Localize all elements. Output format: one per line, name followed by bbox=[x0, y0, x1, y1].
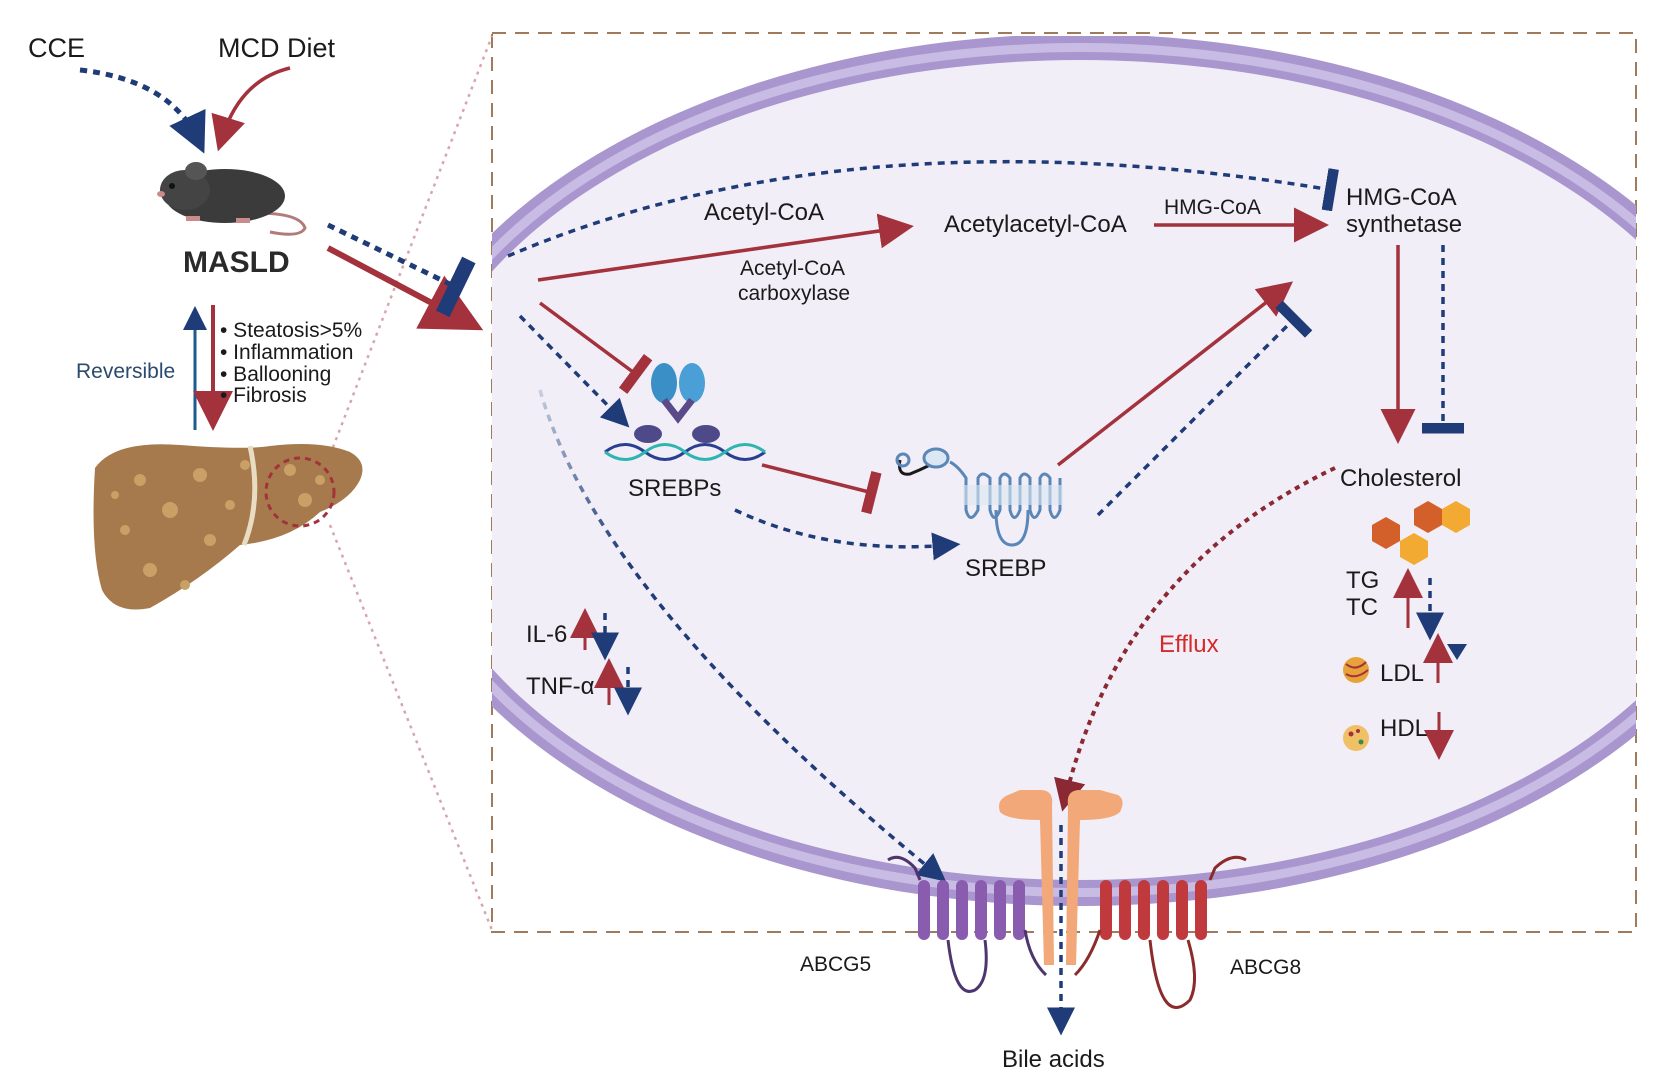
ldl-particle-icon bbox=[1343, 657, 1369, 683]
efflux-channel-icon bbox=[999, 790, 1123, 965]
bile-acids-label: Bile acids bbox=[1002, 1046, 1105, 1073]
ldl-down-marker bbox=[1447, 644, 1467, 660]
promote-abcg5-dashed bbox=[538, 389, 947, 882]
abcg5-transporter-icon bbox=[887, 855, 1048, 993]
ldl-label: LDL bbox=[1380, 660, 1424, 687]
srebp-label: SREBP bbox=[965, 555, 1046, 582]
acetyl-coa-label: Acetyl-CoA bbox=[704, 199, 824, 226]
feature-inflammation: • Inflammation bbox=[220, 341, 353, 364]
acetyl-to-acetylacetyl-arrow bbox=[537, 213, 914, 282]
mcd-to-mouse-arrow bbox=[211, 66, 291, 152]
cce-label: CCE bbox=[28, 33, 85, 63]
efflux-label: Efflux bbox=[1159, 631, 1219, 658]
masld-label: MASLD bbox=[183, 246, 290, 279]
dna-helix-icon bbox=[604, 443, 766, 461]
srebps-inhibit-srebp-line bbox=[761, 463, 882, 515]
reversible-label: Reversible bbox=[76, 360, 175, 383]
tnfa-label: TNF-α bbox=[526, 673, 595, 700]
hmgcs-label-line2: synthetase bbox=[1346, 211, 1462, 238]
mouse-icon bbox=[157, 162, 307, 236]
efflux-dashed-arrow bbox=[1054, 466, 1336, 812]
feature-ballooning: • Ballooning bbox=[220, 363, 331, 386]
abcg8-label: ABCG8 bbox=[1230, 956, 1301, 979]
il6-label: IL-6 bbox=[526, 621, 567, 648]
acc-label-line1: Acetyl-CoA bbox=[740, 257, 845, 280]
srebps-label: SREBPs bbox=[628, 475, 721, 502]
inhibit-srebps-line bbox=[538, 301, 653, 394]
feature-fibrosis: • Fibrosis bbox=[220, 384, 307, 407]
hdl-particle-icon bbox=[1343, 725, 1369, 751]
srebps-to-srebp-dashed bbox=[734, 508, 961, 561]
acetylacetyl-coa-label: Acetylacetyl-CoA bbox=[944, 211, 1127, 238]
promote-srebps-dashed bbox=[518, 314, 630, 428]
abcg8-transporter-icon bbox=[1073, 855, 1247, 1009]
zoom-lines bbox=[328, 35, 494, 931]
inhibit-hmgcs-dashed bbox=[507, 159, 1339, 258]
srebps-dimer-icon bbox=[634, 363, 720, 443]
srebp-to-hmgcs-arrow bbox=[1056, 281, 1294, 467]
features-list: • Steatosis>5% • Inflammation • Ballooni… bbox=[220, 319, 362, 407]
acc-label-line2: carboxylase bbox=[738, 282, 850, 305]
abcg5-label: ABCG5 bbox=[800, 953, 871, 976]
cce-to-mouse-arrow bbox=[79, 67, 206, 154]
hepatocyte bbox=[492, 36, 1636, 906]
srebp-icon bbox=[895, 447, 1063, 547]
cholesterol-hexagon-icon bbox=[1372, 501, 1470, 565]
feature-steatosis: • Steatosis>5% bbox=[220, 319, 362, 342]
tc-label: TC bbox=[1346, 594, 1378, 621]
masld-to-cell-arrow bbox=[326, 245, 484, 331]
cce-inhibit-masld-arrow bbox=[326, 222, 476, 318]
hmg-coa-label: HMG-CoA bbox=[1164, 196, 1261, 219]
cholesterol-label: Cholesterol bbox=[1340, 465, 1461, 492]
hdl-label: HDL bbox=[1380, 715, 1428, 742]
mcd-diet-label: MCD Diet bbox=[218, 33, 336, 63]
tg-label: TG bbox=[1346, 567, 1379, 594]
hmgcs-label-line1: HMG-CoA bbox=[1346, 184, 1457, 211]
liver-icon bbox=[93, 444, 363, 610]
